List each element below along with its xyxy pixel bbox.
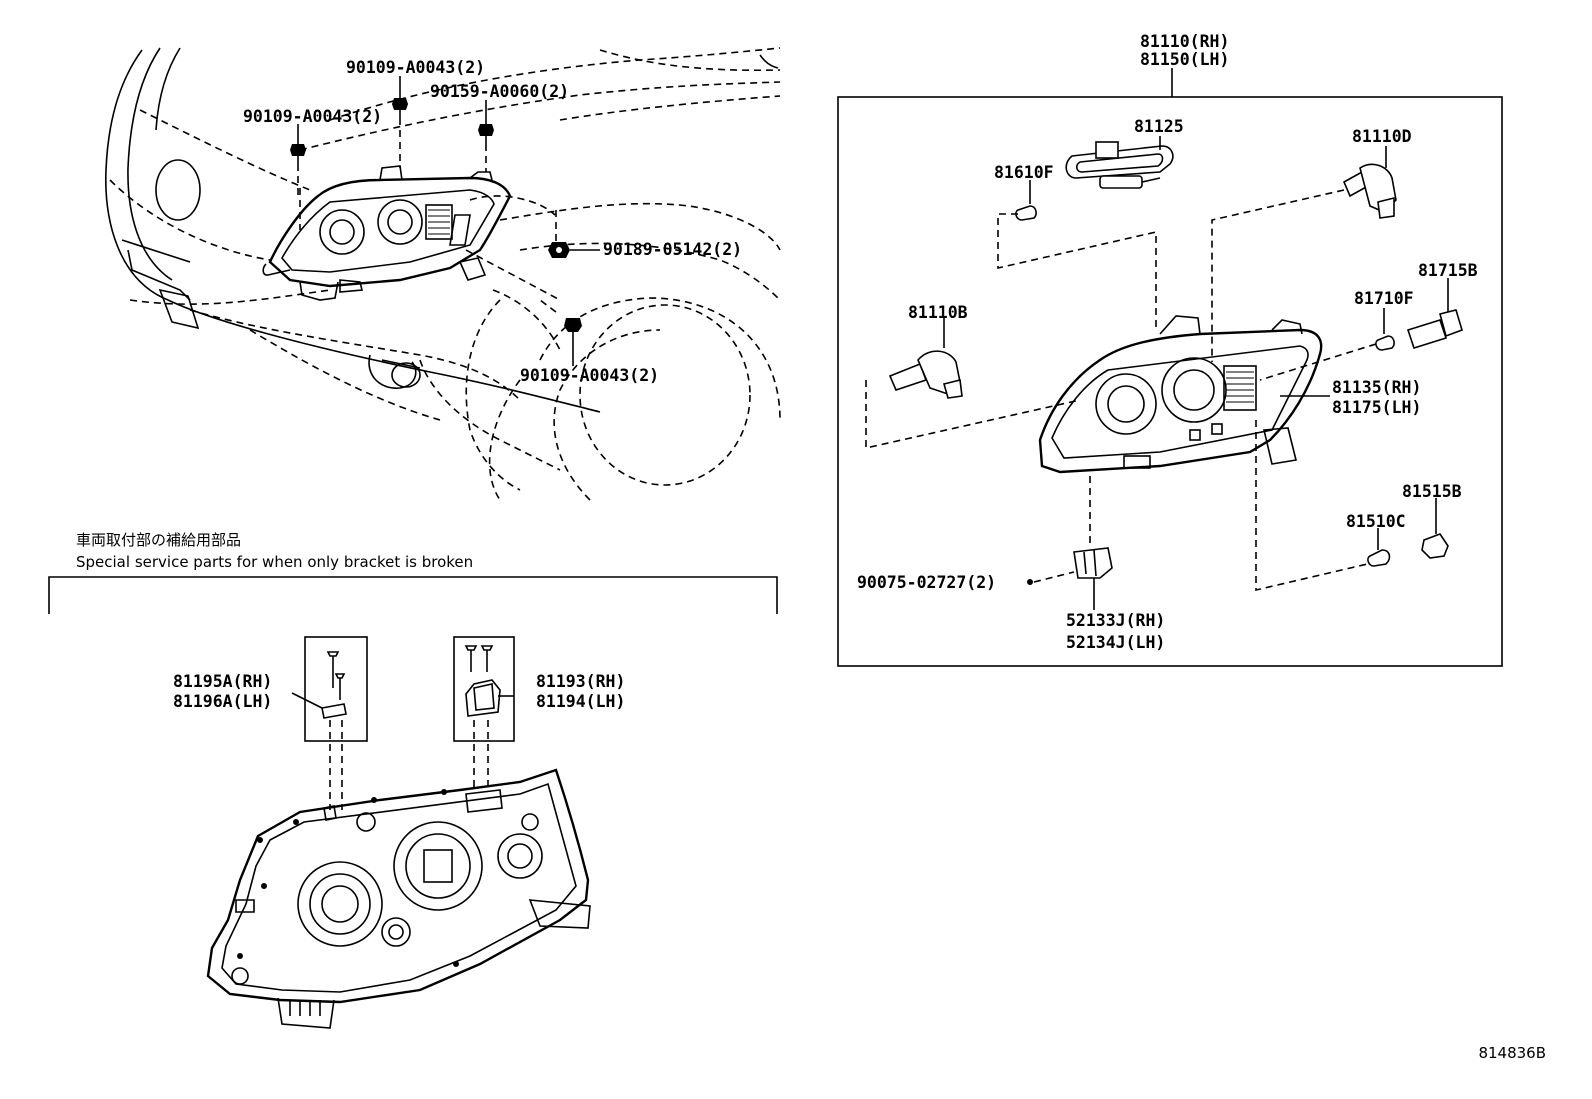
bolt-icon-left bbox=[290, 144, 306, 200]
callout-52134j-lh: 52134J(LH) bbox=[1066, 633, 1165, 652]
callout-90109-a0043-top: 90109-A0043(2) bbox=[346, 58, 485, 77]
note-special-service-parts: Special service parts for when only brac… bbox=[76, 553, 473, 571]
note-japanese: 車両取付部の補給用部品 bbox=[76, 531, 241, 549]
callout-81195a-rh: 81195A(RH) bbox=[173, 672, 272, 691]
callout-81193-rh: 81193(RH) bbox=[536, 672, 625, 691]
screw-kit-box-81195a bbox=[291, 636, 368, 810]
bulb-81710f bbox=[1259, 308, 1395, 381]
diagram-code: 814836B bbox=[1478, 1044, 1546, 1062]
bulb-81110d bbox=[1211, 146, 1397, 362]
callout-81110d: 81110D bbox=[1352, 127, 1412, 146]
callout-90075-02727: 90075-02727(2) bbox=[857, 573, 996, 592]
socket-81515b bbox=[1421, 498, 1449, 559]
callout-81610f: 81610F bbox=[994, 163, 1054, 182]
bulb-81510c bbox=[1367, 528, 1391, 567]
bolt-icon-bottom bbox=[539, 299, 582, 332]
callout-90109-a0043-bottom: 90109-A0043(2) bbox=[520, 366, 659, 385]
bulb-81715b bbox=[1406, 278, 1463, 349]
bulb-81110b bbox=[865, 318, 1081, 449]
bulb-81610f bbox=[997, 180, 1157, 330]
service-parts-bracket-line bbox=[48, 576, 778, 614]
callout-81510c: 81510C bbox=[1346, 512, 1406, 531]
callout-81515b: 81515B bbox=[1402, 482, 1462, 501]
headlamp-assembly-box bbox=[837, 68, 1503, 667]
bolt-icon-second bbox=[478, 124, 494, 172]
callout-81125: 81125 bbox=[1134, 117, 1184, 136]
bracket-kit-box-81193 bbox=[453, 636, 515, 792]
wire-harness-81125 bbox=[1065, 136, 1174, 189]
callout-90159-a0060: 90159-A0060(2) bbox=[430, 82, 569, 101]
headlamp-unit-81135 bbox=[1038, 315, 1377, 592]
headlamp-on-vehicle bbox=[262, 165, 512, 301]
callout-90189-05142: 90189-05142(2) bbox=[603, 240, 742, 259]
callout-81715b: 81715B bbox=[1418, 261, 1478, 280]
callout-52133j-rh: 52133J(RH) bbox=[1066, 611, 1165, 630]
callout-90109-a0043-left: 90109-A0043(2) bbox=[243, 107, 382, 126]
callout-81110-rh: 81110(RH) bbox=[1140, 32, 1229, 51]
callout-81135-rh: 81135(RH) bbox=[1332, 378, 1421, 397]
headlamp-rear-view bbox=[206, 768, 591, 1029]
bolt-icon-top bbox=[392, 98, 408, 168]
callout-81710f: 81710F bbox=[1354, 289, 1414, 308]
callout-81150-lh: 81150(LH) bbox=[1140, 50, 1229, 69]
callout-81110b: 81110B bbox=[908, 303, 968, 322]
nut-icon-right bbox=[548, 242, 570, 258]
callout-81196a-lh: 81196A(LH) bbox=[173, 692, 272, 711]
vehicle-front-illustration bbox=[105, 47, 781, 501]
callout-81194-lh: 81194(LH) bbox=[536, 692, 625, 711]
callout-81175-lh: 81175(LH) bbox=[1332, 398, 1421, 417]
bracket-52133j bbox=[1027, 476, 1113, 610]
